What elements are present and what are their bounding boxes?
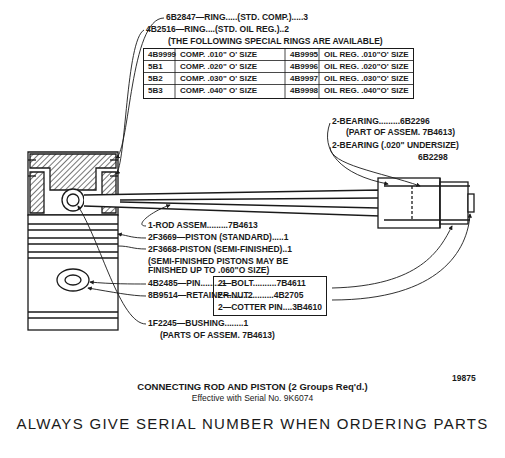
part-number: 4B9997 bbox=[290, 75, 318, 84]
part-label: 1F2245—BUSHING........1 bbox=[148, 319, 248, 328]
part-label: 2-BEARING.........6B2296 bbox=[332, 117, 430, 126]
figure-number: 19875 bbox=[452, 374, 476, 383]
bolt-group-box: 2—BOLT..........7B4611 2—NUT...........4B… bbox=[213, 276, 327, 316]
part-number: 5B3 bbox=[148, 87, 163, 96]
part-label: (PART OF ASSEM. 7B4613) bbox=[346, 128, 455, 137]
table-rule bbox=[143, 84, 414, 85]
part-label: (SEMI-FINISHED PISTONS MAY BE FINISHED U… bbox=[148, 257, 298, 276]
part-label: 2F3668-PISTON (SEMI-FINISHED)..1 bbox=[148, 245, 292, 254]
part-number: 5B1 bbox=[148, 63, 163, 72]
part-label: 2—BOLT..........7B4611 bbox=[218, 279, 306, 288]
part-label: 6B2847—RING.....(STD. COMP.).....3 bbox=[166, 13, 308, 22]
ring-size: COMP. .030" O' SIZE bbox=[180, 75, 257, 84]
ring-size: OIL REG. .010"O' SIZE bbox=[324, 51, 409, 60]
part-label: 2—NUT...........4B2705 bbox=[218, 291, 304, 300]
part-label: (THE FOLLOWING SPECIAL RINGS ARE AVAILAB… bbox=[168, 37, 383, 46]
diagram-title: CONNECTING ROD AND PISTON (2 Groups Req'… bbox=[0, 382, 505, 392]
part-label: 4B2485—PIN.........1 bbox=[148, 279, 226, 288]
part-label: 2-BEARING (.020" UNDERSIZE) bbox=[332, 141, 459, 150]
ring-size: COMP. .040" O' SIZE bbox=[180, 87, 257, 96]
table-rule bbox=[319, 48, 320, 99]
part-label: 4B2516—RING....(STD. OIL REG.)..2 bbox=[146, 25, 289, 34]
part-number: 4B9995 bbox=[290, 51, 318, 60]
ring-size: COMP. .020" O' SIZE bbox=[180, 63, 257, 72]
piston-drawing bbox=[28, 152, 474, 330]
ring-table: 4B9999COMP. .010" O' SIZE4B9995OIL REG. … bbox=[143, 48, 414, 99]
ring-size: OIL REG. .040"O' SIZE bbox=[324, 87, 409, 96]
part-label: 1-ROD ASSEM.........7B4613 bbox=[148, 221, 258, 230]
caption: ALWAYS GIVE SERIAL NUMBER WHEN ORDERING … bbox=[0, 416, 505, 433]
table-rule bbox=[143, 60, 414, 61]
ring-size: OIL REG. .020"O' SIZE bbox=[324, 63, 409, 72]
part-label: 6B2298 bbox=[418, 153, 448, 162]
leader-lines bbox=[78, 18, 470, 324]
part-number: 4B9999 bbox=[148, 51, 176, 60]
ring-size: COMP. .010" O' SIZE bbox=[180, 51, 257, 60]
table-rule bbox=[285, 48, 286, 99]
part-label: 2—COTTER PIN....3B4610 bbox=[218, 303, 322, 312]
part-number: 4B9996 bbox=[290, 63, 318, 72]
part-number: 4B9998 bbox=[290, 87, 318, 96]
part-label: (PARTS OF ASSEM. 7B4613) bbox=[160, 331, 275, 340]
part-label: 2F3669—PISTON (STANDARD).....1 bbox=[148, 233, 288, 242]
part-label: Effective with Serial No. 9K6074 bbox=[0, 394, 505, 403]
part-number: 5B2 bbox=[148, 75, 163, 84]
ring-size: OIL REG. .030"O' SIZE bbox=[324, 75, 409, 84]
table-rule bbox=[143, 72, 414, 73]
